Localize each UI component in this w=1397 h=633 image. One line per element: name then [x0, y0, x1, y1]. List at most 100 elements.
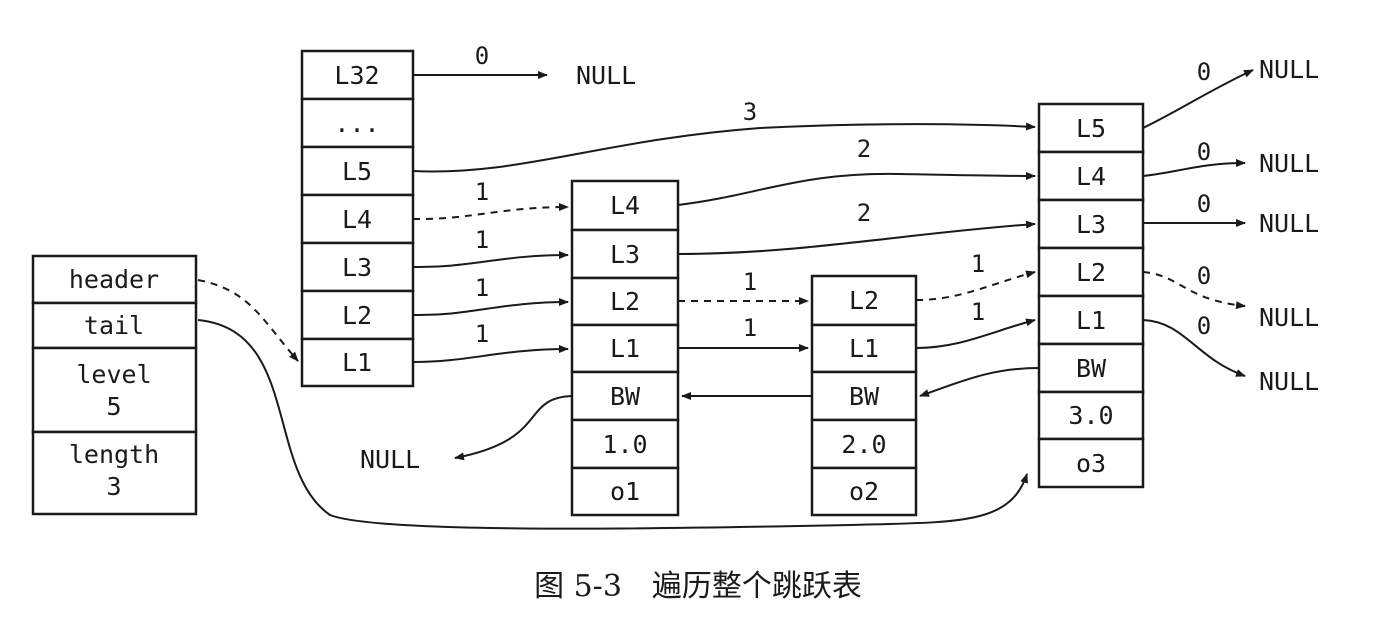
node1-obj: [570, 466, 680, 517]
node1-level-l2: [570, 276, 680, 327]
span-node3-l5: 0: [1197, 58, 1211, 86]
null-label-n3-l2: NULL: [1259, 303, 1319, 332]
level-value: 5: [106, 392, 121, 421]
node2-level-l1-label: L1: [849, 334, 879, 363]
node-2: L2 L1 BW 2.0 o2: [810, 274, 918, 517]
node3-level-l2: [1037, 246, 1145, 298]
node3-level-l5: [1037, 102, 1145, 154]
span-head-l1: 1: [475, 320, 489, 348]
span-node3-l4: 0: [1197, 138, 1211, 166]
node2-obj: [810, 466, 918, 517]
node1-score: [570, 418, 680, 470]
span-node2-l1: 1: [971, 298, 985, 326]
node1-level-l4-label: L4: [610, 191, 640, 220]
node1-level-l1-label: L1: [610, 334, 640, 363]
node2-l2-arrow: [915, 270, 1036, 301]
figure-caption: 图 5-3 遍历整个跳跃表: [534, 569, 862, 604]
node1-backward-label: BW: [610, 382, 641, 411]
null-label-n3-l3: NULL: [1259, 209, 1319, 238]
span-node2-l2: 1: [971, 250, 985, 278]
head-level-l3-label: L3: [342, 253, 372, 282]
span-l32: 0: [475, 42, 489, 70]
node1-level-l2-label: L2: [610, 287, 640, 316]
head-level-l1-label: L1: [342, 348, 372, 377]
span-node3-l3: 0: [1197, 190, 1211, 218]
node3-obj: [1037, 437, 1145, 489]
head-l5-arrow: [412, 122, 1036, 173]
node1-score-label: 1.0: [602, 430, 647, 459]
node3-obj-label: o3: [1076, 449, 1106, 478]
node1-level-l3-label: L3: [610, 240, 640, 269]
tail-label: tail: [84, 311, 144, 340]
span-node1-l2: 1: [743, 268, 757, 296]
span-node1-l4: 2: [857, 135, 871, 163]
node1-l3-arrow: [677, 220, 1036, 255]
level-label: level: [76, 360, 151, 389]
node-1: L4 L3 L2 L1 BW 1.0 o1: [570, 179, 680, 517]
head-level-l2: [300, 289, 415, 341]
head-l1-arrow: [412, 345, 569, 363]
node3-score-label: 3.0: [1068, 401, 1113, 430]
node2-l1-arrow: [915, 318, 1036, 349]
null-label-backward: NULL: [360, 445, 420, 474]
head-l2-arrow: [412, 298, 569, 317]
node3-level-l1-label: L1: [1076, 306, 1106, 335]
head-level-l2-label: L2: [342, 301, 372, 330]
node1-backward-arrow: [454, 395, 573, 461]
null-label-n3-l5: NULL: [1259, 55, 1319, 84]
span-node1-l1: 1: [743, 314, 757, 342]
node3-l1-arrow: [1142, 319, 1246, 377]
span-node3-l1: 0: [1197, 312, 1211, 340]
node3-l2-arrow: [1142, 271, 1246, 310]
node2-backward-label: BW: [849, 382, 880, 411]
node2-level-l2: [810, 274, 918, 327]
node2-level-l1: [810, 323, 918, 374]
null-label-l32: NULL: [576, 61, 636, 90]
node1-obj-label: o1: [610, 477, 640, 506]
span-labels: 0 3 1 1 1 1 2 2 1 1 1 1 0 0 0 0 0: [475, 42, 1211, 348]
span-node3-l2: 0: [1197, 262, 1211, 290]
header-field: [31, 254, 198, 305]
header-pointer-arrow: [197, 279, 299, 362]
length-label: length: [69, 440, 159, 469]
node3-level-l2-label: L2: [1076, 258, 1106, 287]
null-labels: NULL NULL NULL NULL NULL NULL NULL: [360, 55, 1319, 474]
node3-backward-arrow: [919, 367, 1040, 397]
span-head-l5: 3: [743, 98, 757, 126]
head-l4-arrow: [412, 203, 569, 221]
zskiplist-struct: header tail level 5 length 3: [31, 254, 198, 516]
header-node: L32 ... L5 L4 L3 L2 L1: [300, 49, 415, 388]
node3-backward: [1037, 342, 1145, 394]
head-level-l5-label: L5: [342, 157, 372, 186]
node-3: L5 L4 L3 L2 L1 BW 3.0 o3: [1037, 102, 1145, 489]
head-level-l4-label: L4: [342, 205, 372, 234]
null-label-n3-l1: NULL: [1259, 367, 1319, 396]
head-l3-arrow: [412, 251, 569, 269]
length-field: [31, 430, 198, 516]
null-label-n3-l4: NULL: [1259, 149, 1319, 178]
head-level-l32-label: L32: [334, 61, 379, 90]
node1-l4-arrow: [677, 171, 1036, 206]
length-value: 3: [106, 472, 121, 501]
span-node1-l3: 2: [857, 199, 871, 227]
node3-l4-arrow: [1142, 159, 1246, 177]
node3-l5-arrow: [1142, 69, 1254, 129]
node2-level-l2-label: L2: [849, 286, 879, 315]
head-level-ellipsis: [300, 97, 415, 149]
node2-score-label: 2.0: [841, 430, 886, 459]
node2-score: [810, 418, 918, 470]
node3-level-l5-label: L5: [1076, 114, 1106, 143]
node3-backward-label: BW: [1076, 354, 1107, 383]
node2-obj-label: o2: [849, 477, 879, 506]
node3-level-l4-label: L4: [1076, 162, 1106, 191]
node3-score: [1037, 390, 1145, 441]
node3-level-l3-label: L3: [1076, 210, 1106, 239]
span-head-l2: 1: [475, 274, 489, 302]
pointer-arrows: [197, 69, 1254, 530]
header-label: header: [69, 265, 159, 294]
head-level-ellipsis-label: ...: [334, 109, 379, 138]
tail-pointer-arrow: [197, 319, 1028, 530]
node1-level-l4: [570, 179, 680, 232]
